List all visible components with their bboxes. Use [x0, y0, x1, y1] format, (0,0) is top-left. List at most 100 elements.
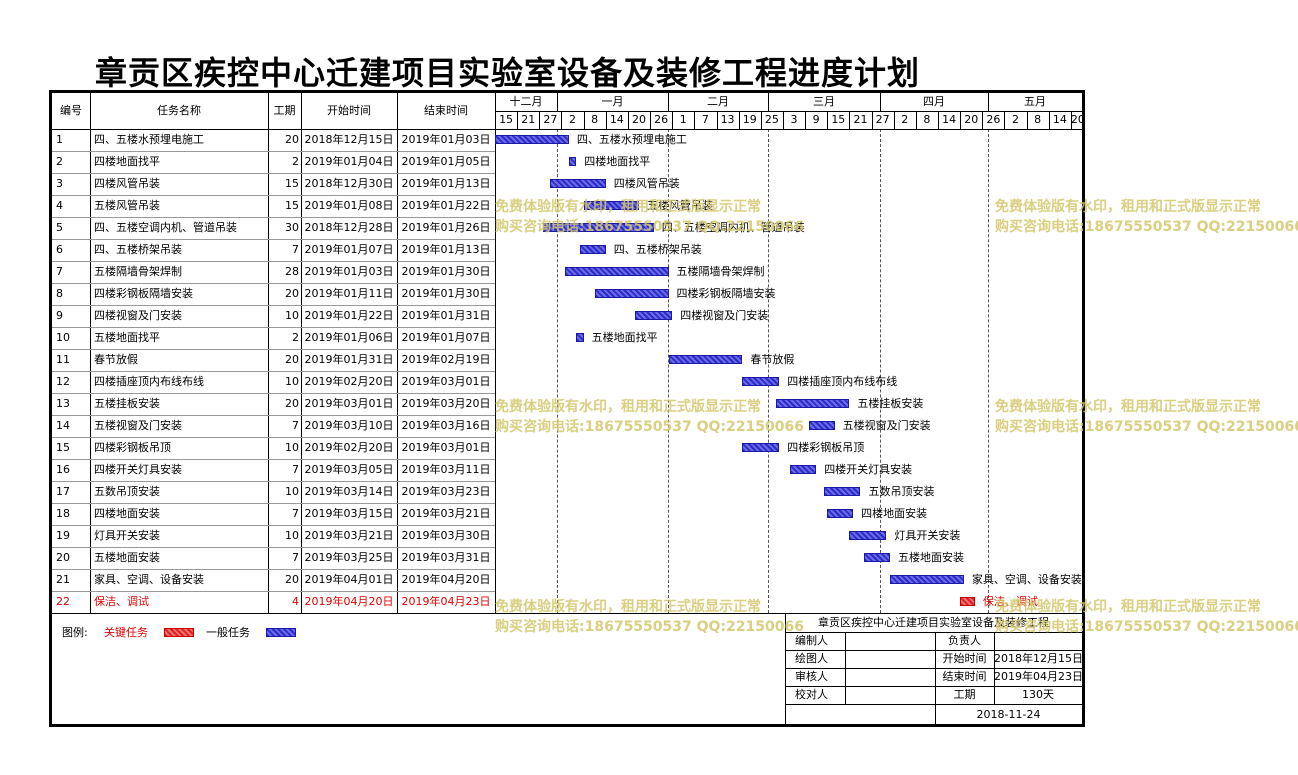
watermark-line1: 免费体验版有水印，租用和正式版显示正常 [495, 599, 761, 615]
task-id: 18 [56, 507, 70, 520]
task-bar[interactable] [827, 509, 854, 518]
task-id: 13 [56, 397, 70, 410]
day-tick-label: 15 [499, 113, 514, 126]
task-name: 五楼地面安装 [94, 551, 160, 564]
row-line [52, 349, 495, 350]
month-gridline [668, 129, 669, 613]
task-duration: 20 [285, 397, 299, 410]
day-tick-label: 7 [701, 113, 709, 126]
row-line [52, 151, 495, 152]
task-duration: 7 [292, 507, 299, 520]
task-start: 2019年03月14日 [304, 485, 394, 498]
row-line [52, 195, 495, 196]
task-bar[interactable] [864, 553, 890, 562]
task-end: 2019年04月23日 [401, 595, 491, 608]
day-tick-label: 1 [679, 113, 687, 126]
task-bar[interactable] [594, 289, 669, 298]
task-bar[interactable] [775, 399, 850, 408]
day-tick-label: 19 [742, 113, 757, 126]
day-divider [561, 111, 563, 129]
info-row-line [785, 632, 1082, 633]
page-title: 章贡区疾控中心迁建项目实验室设备及装修工程进度计划 [95, 54, 921, 92]
task-bar[interactable] [960, 597, 975, 606]
task-bar[interactable] [823, 487, 861, 496]
month-gridline [768, 129, 769, 613]
row-line [52, 415, 495, 416]
task-bar-label: 家具、空调、设备安装 [971, 573, 1082, 586]
column-divider [495, 93, 496, 613]
info-key: 开始时间 [942, 652, 987, 665]
day-tick-label: 27 [543, 113, 558, 126]
task-bar[interactable] [579, 245, 606, 254]
task-bar[interactable] [668, 355, 743, 364]
task-bar[interactable] [542, 223, 654, 232]
task-duration: 10 [285, 375, 299, 388]
task-duration: 20 [285, 353, 299, 366]
month-label: 十二月 [509, 95, 543, 108]
task-bar[interactable] [576, 333, 584, 342]
task-id: 17 [56, 485, 70, 498]
task-end: 2019年01月22日 [401, 199, 491, 212]
task-bar[interactable] [849, 531, 887, 540]
task-bar-label: 五楼隔墙骨架焊制 [676, 265, 765, 278]
task-bar[interactable] [635, 311, 673, 320]
watermark-line2: 购买咨询电话:18675550537 QQ:22150066 [995, 419, 1298, 435]
task-id: 8 [56, 287, 63, 300]
task-id: 11 [56, 353, 70, 366]
task-duration: 15 [285, 199, 299, 212]
task-end: 2019年03月16日 [401, 419, 491, 432]
day-divider [849, 111, 851, 129]
day-divider [583, 111, 585, 129]
info-col-line [994, 632, 995, 704]
task-bar-label: 四楼开关灯具安装 [824, 463, 913, 476]
task-name: 四、五楼水预埋电施工 [94, 133, 204, 146]
task-bar[interactable] [568, 157, 577, 166]
task-duration: 10 [285, 485, 299, 498]
task-bar-label: 灯具开关安装 [894, 529, 961, 542]
task-end: 2019年03月31日 [401, 551, 491, 564]
day-tick-label: 8 [591, 113, 599, 126]
row-line [52, 327, 495, 328]
column-divider [397, 93, 398, 613]
task-bar[interactable] [742, 377, 780, 386]
task-start: 2018年12月15日 [304, 133, 394, 146]
watermark-line2: 购买咨询电话:18675550537 QQ:22150066 [495, 619, 804, 635]
task-bar[interactable] [742, 443, 780, 452]
row-line [52, 569, 495, 570]
task-bar-label: 四楼插座顶内布线布线 [787, 375, 898, 388]
watermark-line2: 购买咨询电话:18675550537 QQ:22150066 [495, 419, 804, 435]
task-start: 2019年02月20日 [304, 441, 394, 454]
info-row-line [785, 704, 1082, 705]
legend-normal-label: 一般任务 [206, 626, 250, 639]
task-bar[interactable] [565, 267, 669, 276]
info-key: 结束时间 [942, 670, 987, 683]
row-line [52, 481, 495, 482]
task-bar[interactable] [790, 465, 817, 474]
task-bar-label: 四、五楼水预埋电施工 [576, 133, 687, 146]
task-end: 2019年01月30日 [401, 265, 491, 278]
task-bar[interactable] [808, 421, 835, 430]
task-bar-label: 四楼视窗及门安装 [680, 309, 769, 322]
task-end: 2019年02月19日 [401, 353, 491, 366]
task-start: 2019年01月22日 [304, 309, 394, 322]
day-divider [650, 111, 652, 129]
watermark-line1: 免费体验版有水印，租用和正式版显示正常 [995, 199, 1261, 215]
day-tick-label: 3 [790, 113, 798, 126]
task-name: 家具、空调、设备安装 [94, 573, 204, 586]
task-bar[interactable] [550, 179, 606, 188]
task-end: 2019年01月26日 [401, 221, 491, 234]
day-divider [1070, 111, 1072, 129]
task-name: 四楼开关灯具安装 [94, 463, 182, 476]
task-duration: 2 [292, 155, 299, 168]
task-start: 2019年01月31日 [304, 353, 394, 366]
task-bar[interactable] [890, 575, 964, 584]
task-bar[interactable] [583, 201, 639, 210]
task-bar-label: 四楼彩钢板隔墙安装 [676, 287, 776, 300]
row-line [52, 591, 495, 592]
day-tick-label: 8 [923, 113, 931, 126]
day-tick-label: 15 [831, 113, 846, 126]
task-bar-label: 五楼地面找平 [591, 331, 658, 344]
task-bar[interactable] [495, 135, 569, 144]
task-name: 五楼地面找平 [94, 331, 160, 344]
task-name: 五楼挂板安装 [94, 397, 160, 410]
